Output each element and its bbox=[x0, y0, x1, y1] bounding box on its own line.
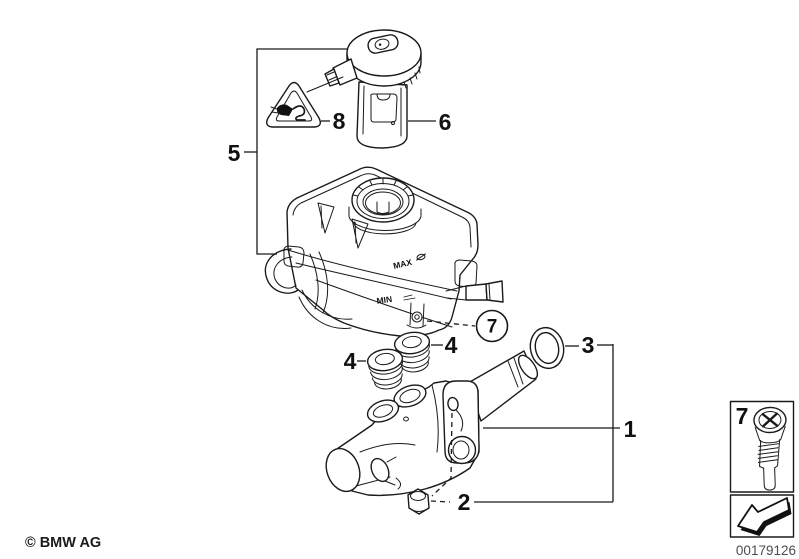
grommet-left bbox=[366, 348, 404, 390]
expansion-tank: MAX MIN bbox=[264, 166, 504, 337]
callout-2-label[interactable]: 2 bbox=[458, 489, 471, 515]
flange-nut bbox=[407, 488, 430, 515]
callout-6-label[interactable]: 6 bbox=[439, 109, 452, 135]
callout-3[interactable]: 3 bbox=[565, 332, 613, 358]
callout-7-circle-label[interactable]: 7 bbox=[487, 317, 498, 338]
inset-direction-arrow-box bbox=[729, 494, 795, 538]
callout-3-label[interactable]: 3 bbox=[582, 332, 595, 358]
tank-min-marking: MIN bbox=[376, 294, 393, 306]
diagram-code: 00179126 bbox=[736, 543, 796, 558]
callout-8[interactable]: 8 bbox=[321, 108, 346, 134]
callout-2[interactable]: 2 bbox=[430, 489, 613, 515]
warning-triangle-icon bbox=[265, 76, 344, 128]
grommet-right bbox=[393, 331, 431, 373]
callout-7-circle[interactable]: 7 bbox=[426, 309, 509, 343]
o-ring bbox=[529, 326, 565, 370]
copyright-text: © BMW AG bbox=[25, 535, 101, 551]
screw-drawing bbox=[753, 406, 787, 491]
callout-6[interactable]: 6 bbox=[408, 109, 451, 135]
direction-arrow-icon bbox=[737, 497, 792, 536]
callout-1[interactable]: 1 bbox=[483, 416, 637, 442]
reservoir-cap-assembly bbox=[324, 29, 422, 149]
callout-4-left-label[interactable]: 4 bbox=[344, 348, 357, 374]
callout-7-inset-label[interactable]: 7 bbox=[736, 403, 749, 429]
callout-4-right-label[interactable]: 4 bbox=[445, 332, 458, 358]
callout-8-label[interactable]: 8 bbox=[333, 108, 346, 134]
master-cylinder bbox=[325, 380, 480, 497]
inset-part-7-box: 7 bbox=[729, 400, 795, 493]
callout-4-right[interactable]: 4 bbox=[431, 332, 458, 358]
tank-max-marking: MAX bbox=[392, 257, 413, 271]
callout-bracket-5 bbox=[244, 48, 350, 255]
callout-4-left[interactable]: 4 bbox=[344, 348, 366, 374]
callout-1-label[interactable]: 1 bbox=[624, 416, 637, 442]
callout-5-label[interactable]: 5 bbox=[228, 140, 241, 166]
cylinder-push-rod bbox=[467, 350, 539, 422]
